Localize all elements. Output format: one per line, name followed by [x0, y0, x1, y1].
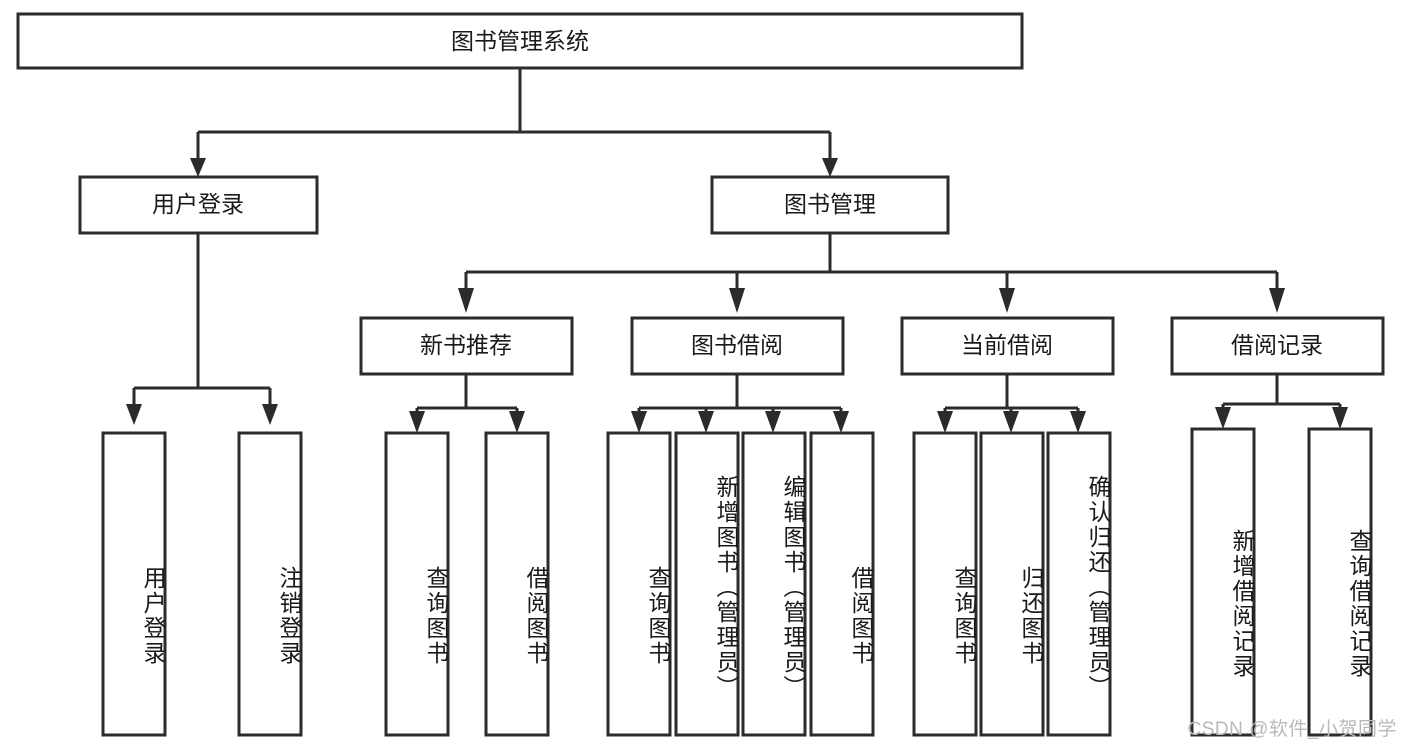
arrowhead-book-borrow — [729, 288, 745, 313]
arrowhead-leaf-query-book-2 — [631, 411, 647, 433]
node-leaf-user-login[interactable] — [101, 431, 167, 737]
arrowhead-leaf-query-book-1 — [409, 411, 425, 433]
node-borrow-record-label: 借阅记录 — [1231, 332, 1323, 358]
node-leaf-edit-book[interactable] — [741, 431, 807, 737]
arrowhead-borrow-record — [1269, 288, 1285, 313]
arrowhead-user-login — [190, 158, 206, 177]
arrowhead-leaf-confirm-return — [1070, 411, 1086, 433]
node-leaf-logout-login[interactable] — [237, 431, 303, 737]
arrowhead-leaf-add-book — [698, 411, 714, 433]
node-current-borrow[interactable] — [900, 316, 1115, 376]
nodes-group: 图书管理系统 用户登录 图书管理 新书推荐 图书借阅 当前借阅 借阅记录 — [16, 12, 1385, 737]
arrowhead-leaf-borrow-book-1 — [509, 411, 525, 433]
node-leaf-query-record[interactable] — [1307, 427, 1373, 737]
node-leaf-query-book-1[interactable] — [384, 431, 450, 737]
node-root-label: 图书管理系统 — [451, 28, 589, 54]
node-user-login-label: 用户登录 — [152, 191, 244, 217]
node-book-manage[interactable] — [710, 175, 950, 235]
node-user-login[interactable] — [78, 175, 319, 235]
arrowhead-leaf-borrow-book-2 — [833, 411, 849, 433]
node-book-borrow[interactable] — [630, 316, 845, 376]
node-leaf-add-book[interactable] — [674, 431, 740, 737]
arrowhead-leaf-add-record — [1215, 407, 1231, 429]
arrowhead-leaf-user-login — [126, 404, 142, 425]
arrowhead-leaf-return-book — [1003, 411, 1019, 433]
node-current-borrow-label: 当前借阅 — [961, 332, 1053, 358]
arrowhead-leaf-query-record — [1332, 407, 1348, 429]
arrowhead-leaf-edit-book — [765, 411, 781, 433]
node-leaf-confirm-return[interactable] — [1046, 431, 1112, 737]
arrowhead-leaf-query-book-3 — [937, 411, 953, 433]
node-leaf-query-book-3[interactable] — [912, 431, 978, 737]
node-book-manage-label: 图书管理 — [784, 191, 876, 217]
watermark: CSDN @软件_小贺同学 — [1187, 719, 1397, 740]
node-leaf-add-record[interactable] — [1190, 427, 1256, 737]
node-new-book-recommend[interactable] — [359, 316, 574, 376]
node-leaf-return-book[interactable] — [979, 431, 1045, 737]
node-book-borrow-label: 图书借阅 — [691, 332, 783, 358]
arrowhead-book-manage — [822, 158, 838, 177]
node-leaf-query-book-2[interactable] — [606, 431, 672, 737]
arrowhead-leaf-logout-login — [262, 404, 278, 425]
node-new-book-recommend-label: 新书推荐 — [420, 332, 512, 358]
node-leaf-borrow-book-2[interactable] — [809, 431, 875, 737]
node-borrow-record[interactable] — [1170, 316, 1385, 376]
connectors-group — [126, 68, 1348, 433]
arrowhead-current-borrow — [999, 288, 1015, 313]
node-leaf-borrow-book-1[interactable] — [484, 431, 550, 737]
node-root[interactable] — [16, 12, 1024, 70]
arrowhead-new-book-recommend — [458, 288, 474, 313]
